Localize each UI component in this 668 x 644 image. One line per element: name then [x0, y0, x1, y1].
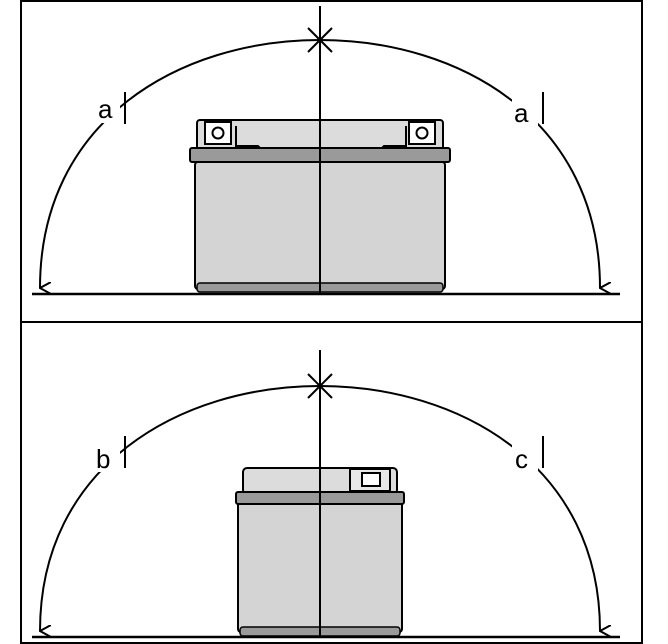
terminal-left: [204, 121, 232, 145]
angle-label-top-right: a: [514, 98, 529, 128]
arc-arrow-top-left: [40, 39, 321, 288]
label-mask-top-left: [94, 95, 120, 123]
terminal-right: [408, 121, 436, 145]
arc-arrow-bottom-left: [40, 385, 321, 631]
top-panel: a a: [32, 6, 620, 296]
label-mask-top-right: [512, 98, 538, 126]
battery-bottom-terminal-box: [349, 468, 391, 492]
angle-label-bottom-left: b: [96, 444, 110, 474]
angle-label-bottom-right: c: [515, 444, 528, 474]
label-mask-bottom-left: [92, 442, 120, 472]
bottom-panel: b c: [32, 350, 620, 639]
label-mask-bottom-right: [512, 444, 538, 472]
angle-label-top-left: a: [98, 94, 113, 124]
